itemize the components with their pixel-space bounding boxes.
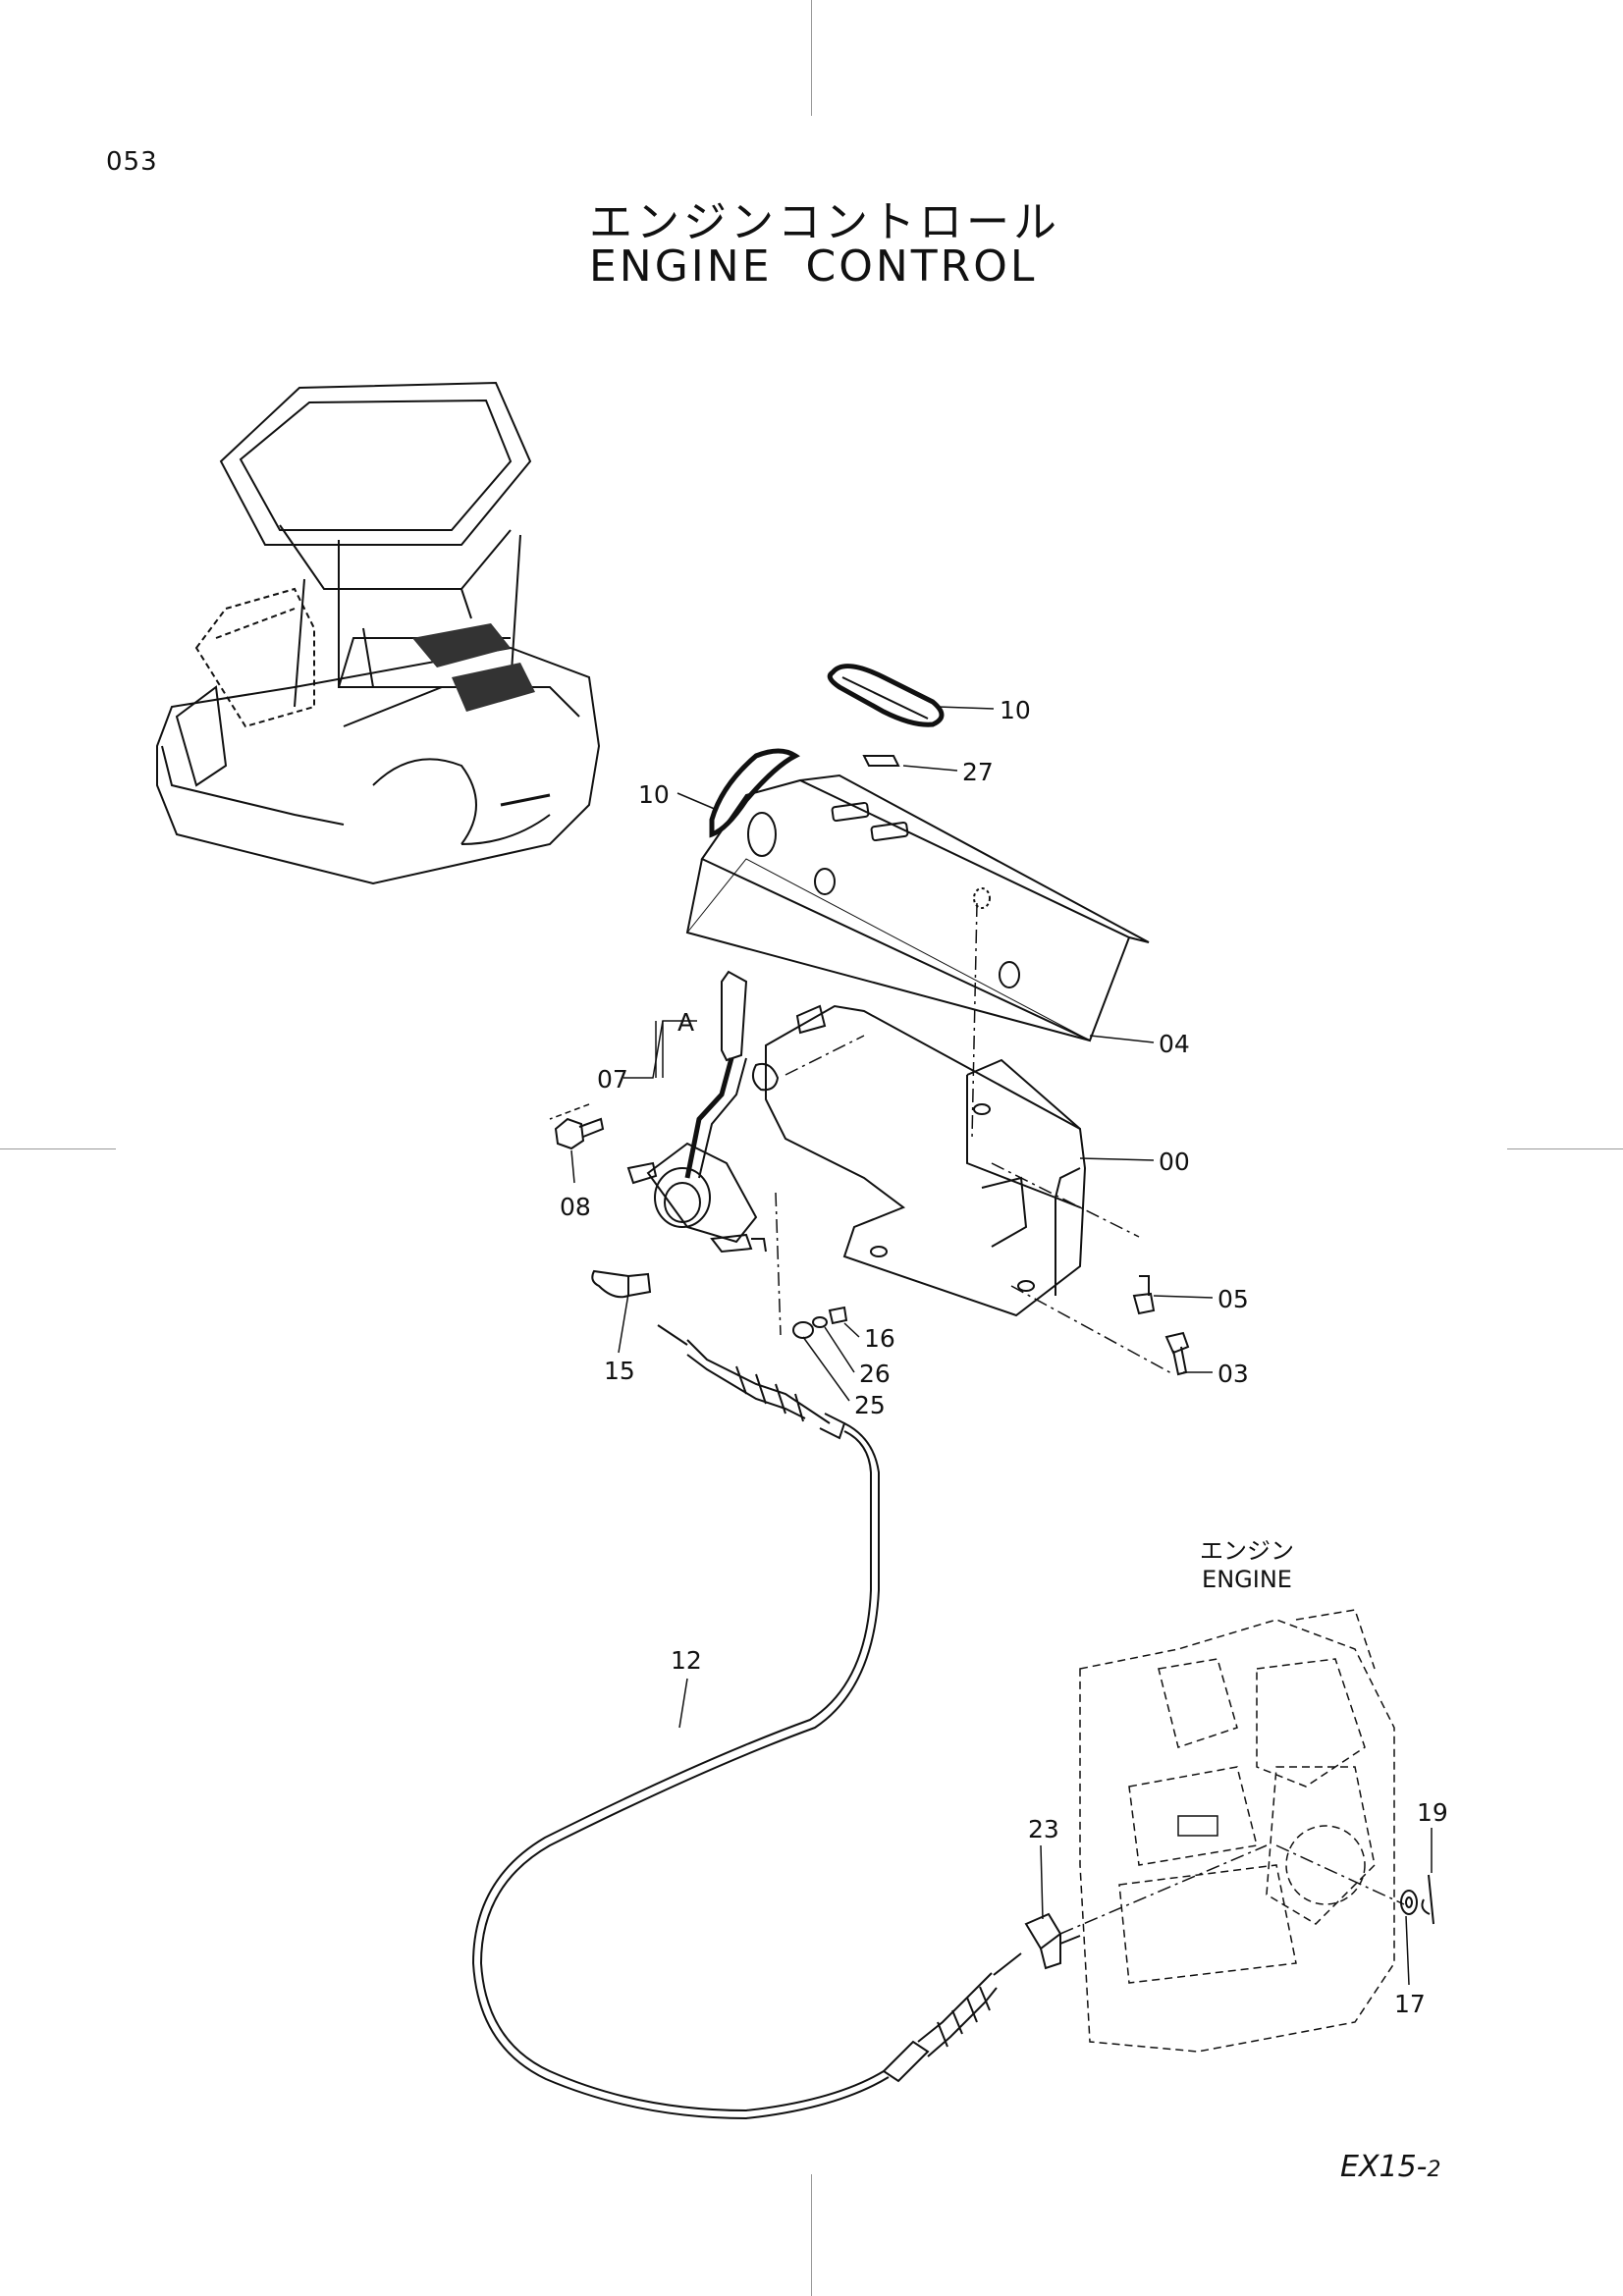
label-19: 19 [1417,1798,1448,1827]
cable-end-icon [1026,1875,1434,1968]
model-variant: 2 [1427,2158,1441,2182]
label-03: 03 [1217,1360,1249,1388]
throttle-lever-icon [628,972,766,1252]
page-title-english: ENGINE CONTROL [589,241,1038,292]
engine-caption-japanese: エンジン [1200,1537,1294,1565]
page-number: 053 [106,147,158,177]
label-15: 15 [604,1357,635,1385]
engine-assembly-icon [1080,1610,1394,2052]
control-box-cover-icon [687,775,1149,1041]
alignment-lines [550,903,1404,1934]
label-00: 00 [1159,1148,1190,1176]
label-27: 27 [962,758,994,786]
label-05: 05 [1217,1285,1249,1313]
page-title-japanese: エンジンコントロール [589,197,1060,247]
label-23: 23 [1028,1815,1059,1843]
engine-caption-english: ENGINE [1202,1566,1292,1593]
label-08: 08 [560,1193,591,1221]
label-07: 07 [597,1065,628,1094]
crop-mark-left [0,1148,116,1149]
detail-marker-a: A [677,1008,694,1037]
label-10-top: 10 [1000,696,1031,724]
label-12: 12 [671,1646,702,1675]
label-25: 25 [854,1391,886,1419]
hidden-hole-icon [974,888,990,908]
throttle-cable-icon [473,1325,1021,2118]
grommet-icon [712,667,942,834]
crop-mark-top [811,0,812,116]
machine-overview-icon [157,383,599,883]
crop-mark-right [1507,1148,1623,1149]
model-footer: EX15-2 [1340,2150,1441,2184]
label-04: 04 [1159,1030,1190,1058]
crop-mark-bottom [811,2174,812,2296]
model-code: EX15- [1340,2150,1428,2184]
mounting-bracket-icon [753,1006,1085,1315]
label-26: 26 [859,1360,891,1388]
label-17: 17 [1394,1990,1426,2018]
leader-lines [571,707,1432,1985]
label-10-left: 10 [638,780,670,809]
part-labels: 10 27 10 04 07 A 00 08 05 15 16 26 03 25… [560,696,1448,2018]
label-16: 16 [864,1324,895,1353]
